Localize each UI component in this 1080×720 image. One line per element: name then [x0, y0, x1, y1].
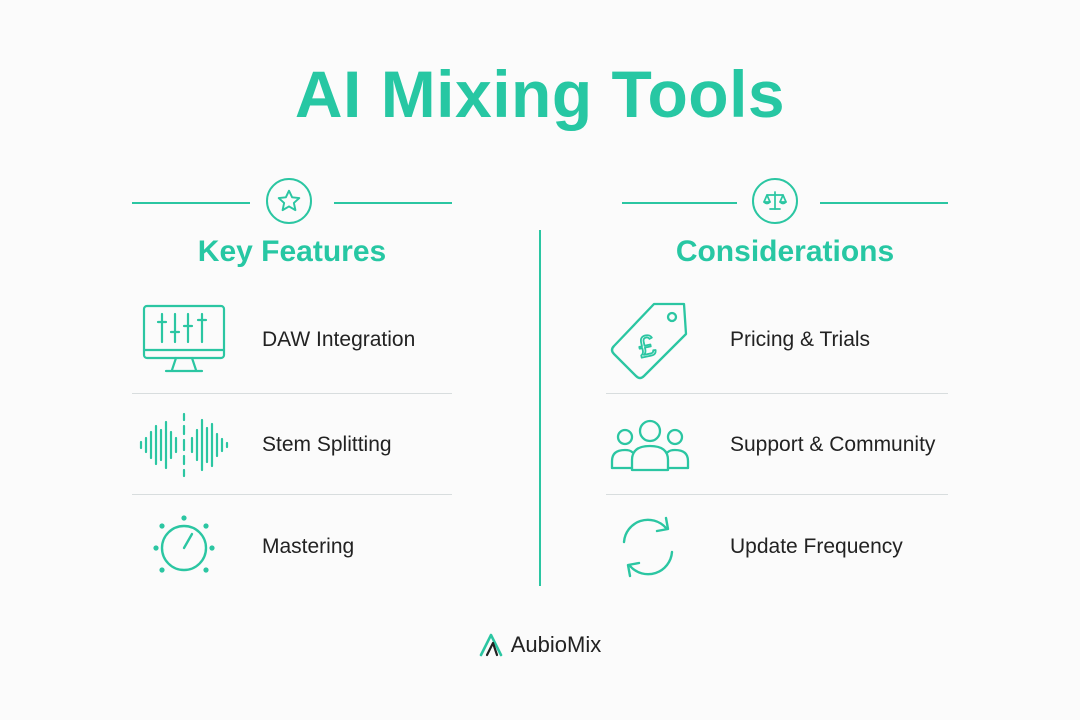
feature-label-mastering: Mastering	[262, 535, 355, 558]
right-row-divider-2	[606, 494, 948, 495]
consideration-label-support: Support & Community	[730, 433, 936, 456]
right-header-badge	[752, 178, 798, 224]
center-divider	[539, 230, 541, 586]
right-column-heading: Considerations	[675, 235, 895, 268]
left-column-heading: Key Features	[197, 235, 387, 268]
consideration-label-update-frequency: Update Frequency	[730, 535, 903, 558]
feature-label-daw-integration: DAW Integration	[262, 328, 416, 351]
left-header-badge	[266, 178, 312, 224]
left-header-rule-right	[334, 202, 452, 204]
aubiomix-logo-icon	[479, 633, 505, 657]
scales-icon	[761, 187, 789, 215]
consideration-label-pricing: Pricing & Trials	[730, 328, 871, 351]
waveform-split-icon	[138, 412, 232, 478]
refresh-icon	[616, 516, 680, 578]
knob-icon	[146, 512, 222, 580]
price-tag-pound-icon: £	[608, 300, 690, 382]
monitor-faders-icon	[142, 304, 226, 378]
brand-footer: AubioMix	[0, 632, 1080, 658]
star-icon	[276, 188, 302, 214]
right-header-rule-right	[820, 202, 948, 204]
svg-text:£: £	[635, 329, 658, 365]
left-header-rule-left	[132, 202, 250, 204]
people-group-icon	[610, 418, 690, 474]
brand-name: AubioMix	[510, 632, 602, 657]
left-row-divider-1	[132, 393, 452, 394]
left-row-divider-2	[132, 494, 452, 495]
feature-label-stem-splitting: Stem Splitting	[262, 433, 392, 456]
page-title: AI Mixing Tools	[294, 57, 786, 131]
right-header-rule-left	[622, 202, 737, 204]
right-row-divider-1	[606, 393, 948, 394]
